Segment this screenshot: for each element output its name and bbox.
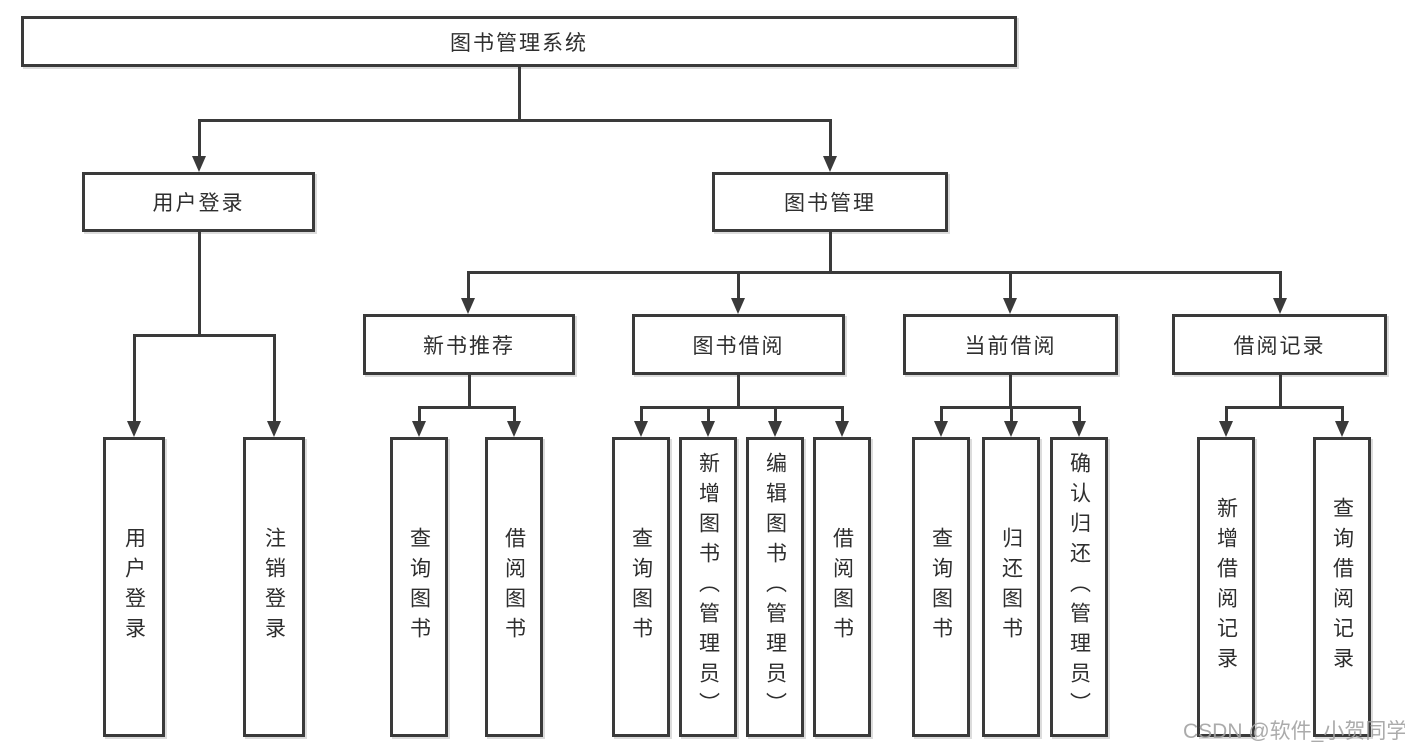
arrow-down-icon xyxy=(768,421,782,437)
connector-line xyxy=(1009,271,1012,300)
connector-line xyxy=(198,232,201,337)
connector-line xyxy=(774,406,777,423)
arrow-down-icon xyxy=(835,421,849,437)
connector-line xyxy=(518,67,521,122)
arrow-down-icon xyxy=(412,421,426,437)
connector-line xyxy=(640,406,844,409)
connector-line xyxy=(829,119,832,159)
node-new-book-recommend: 新书推荐 xyxy=(363,314,575,375)
leaf-label: 查询图书 xyxy=(629,527,653,647)
node-book-management: 图书管理 xyxy=(712,172,948,232)
connector-line xyxy=(1009,375,1012,409)
connector-line xyxy=(468,375,471,409)
connector-line xyxy=(467,271,1282,274)
leaf-label: 借阅图书 xyxy=(502,527,526,647)
leaf-return-books: 归还图书 xyxy=(982,437,1040,737)
connector-line xyxy=(198,119,831,122)
leaf-label: 编辑图书（管理员） xyxy=(763,452,787,722)
leaf-query-books-borrow: 查询图书 xyxy=(612,437,670,737)
leaf-label: 确认归还（管理员） xyxy=(1067,452,1091,722)
leaf-label: 用户登录 xyxy=(122,527,146,647)
connector-line xyxy=(273,334,276,423)
arrow-down-icon xyxy=(934,421,948,437)
leaf-borrow-books: 借阅图书 xyxy=(813,437,871,737)
connector-line xyxy=(418,406,516,409)
leaf-label: 新增借阅记录 xyxy=(1214,497,1238,677)
node-label: 图书借阅 xyxy=(692,334,785,358)
connector-line xyxy=(829,232,832,274)
node-book-borrow: 图书借阅 xyxy=(632,314,845,375)
connector-line xyxy=(841,406,844,423)
leaf-label: 注销登录 xyxy=(262,527,286,647)
node-label: 借阅记录 xyxy=(1233,334,1326,358)
node-label: 图书管理 xyxy=(784,192,876,215)
node-root-library-system: 图书管理系统 xyxy=(21,16,1017,67)
node-current-borrow: 当前借阅 xyxy=(903,314,1118,375)
connector-line xyxy=(1225,406,1228,423)
arrow-down-icon xyxy=(731,298,745,314)
connector-line xyxy=(133,334,136,423)
arrow-down-icon xyxy=(1003,298,1017,314)
connector-line xyxy=(1010,406,1013,423)
connector-line xyxy=(1279,375,1282,409)
connector-line xyxy=(737,375,740,409)
node-label: 图书管理系统 xyxy=(450,31,588,55)
leaf-query-books-recommend: 查询图书 xyxy=(390,437,448,737)
arrow-down-icon xyxy=(267,421,281,437)
connector-line xyxy=(707,406,710,423)
leaf-add-books-admin: 新增图书（管理员） xyxy=(679,437,737,737)
arrow-down-icon xyxy=(1335,421,1349,437)
connector-line xyxy=(513,406,516,423)
leaf-logout: 注销登录 xyxy=(243,437,305,737)
leaf-borrow-books-recommend: 借阅图书 xyxy=(485,437,543,737)
arrow-down-icon xyxy=(701,421,715,437)
node-label: 用户登录 xyxy=(152,192,245,215)
leaf-label: 查询图书 xyxy=(407,527,431,647)
node-borrow-records: 借阅记录 xyxy=(1172,314,1387,375)
connector-line xyxy=(467,271,470,300)
arrow-down-icon xyxy=(634,421,648,437)
node-label: 当前借阅 xyxy=(964,334,1057,358)
connector-line xyxy=(940,406,943,423)
connector-line xyxy=(1341,406,1344,423)
connector-line xyxy=(737,271,740,300)
connector-line xyxy=(1225,406,1343,409)
node-user-login: 用户登录 xyxy=(82,172,315,232)
connector-line xyxy=(418,406,421,423)
leaf-label: 新增图书（管理员） xyxy=(696,452,720,722)
leaf-user-login: 用户登录 xyxy=(103,437,165,737)
connector-line xyxy=(133,334,276,337)
leaf-query-borrow-record: 查询借阅记录 xyxy=(1313,437,1371,737)
arrow-down-icon xyxy=(1004,421,1018,437)
arrow-down-icon xyxy=(1072,421,1086,437)
arrow-down-icon xyxy=(461,298,475,314)
leaf-edit-books-admin: 编辑图书（管理员） xyxy=(746,437,804,737)
arrow-down-icon xyxy=(127,421,141,437)
arrow-down-icon xyxy=(192,156,206,172)
connector-line xyxy=(640,406,643,423)
leaf-query-books-current: 查询图书 xyxy=(912,437,970,737)
leaf-label: 查询图书 xyxy=(929,527,953,647)
leaf-label: 查询借阅记录 xyxy=(1330,497,1354,677)
leaf-confirm-return-admin: 确认归还（管理员） xyxy=(1050,437,1108,737)
node-label: 新书推荐 xyxy=(423,334,515,358)
arrow-down-icon xyxy=(1219,421,1233,437)
csdn-watermark: CSDN @软件_小贺同学 xyxy=(1183,720,1405,743)
arrow-down-icon xyxy=(1273,298,1287,314)
leaf-label: 借阅图书 xyxy=(830,527,854,647)
connector-line xyxy=(1078,406,1081,423)
leaf-add-borrow-record: 新增借阅记录 xyxy=(1197,437,1255,737)
connector-line xyxy=(198,119,201,159)
arrow-down-icon xyxy=(507,421,521,437)
connector-line xyxy=(1279,271,1282,300)
leaf-label: 归还图书 xyxy=(999,527,1023,647)
arrow-down-icon xyxy=(823,156,837,172)
